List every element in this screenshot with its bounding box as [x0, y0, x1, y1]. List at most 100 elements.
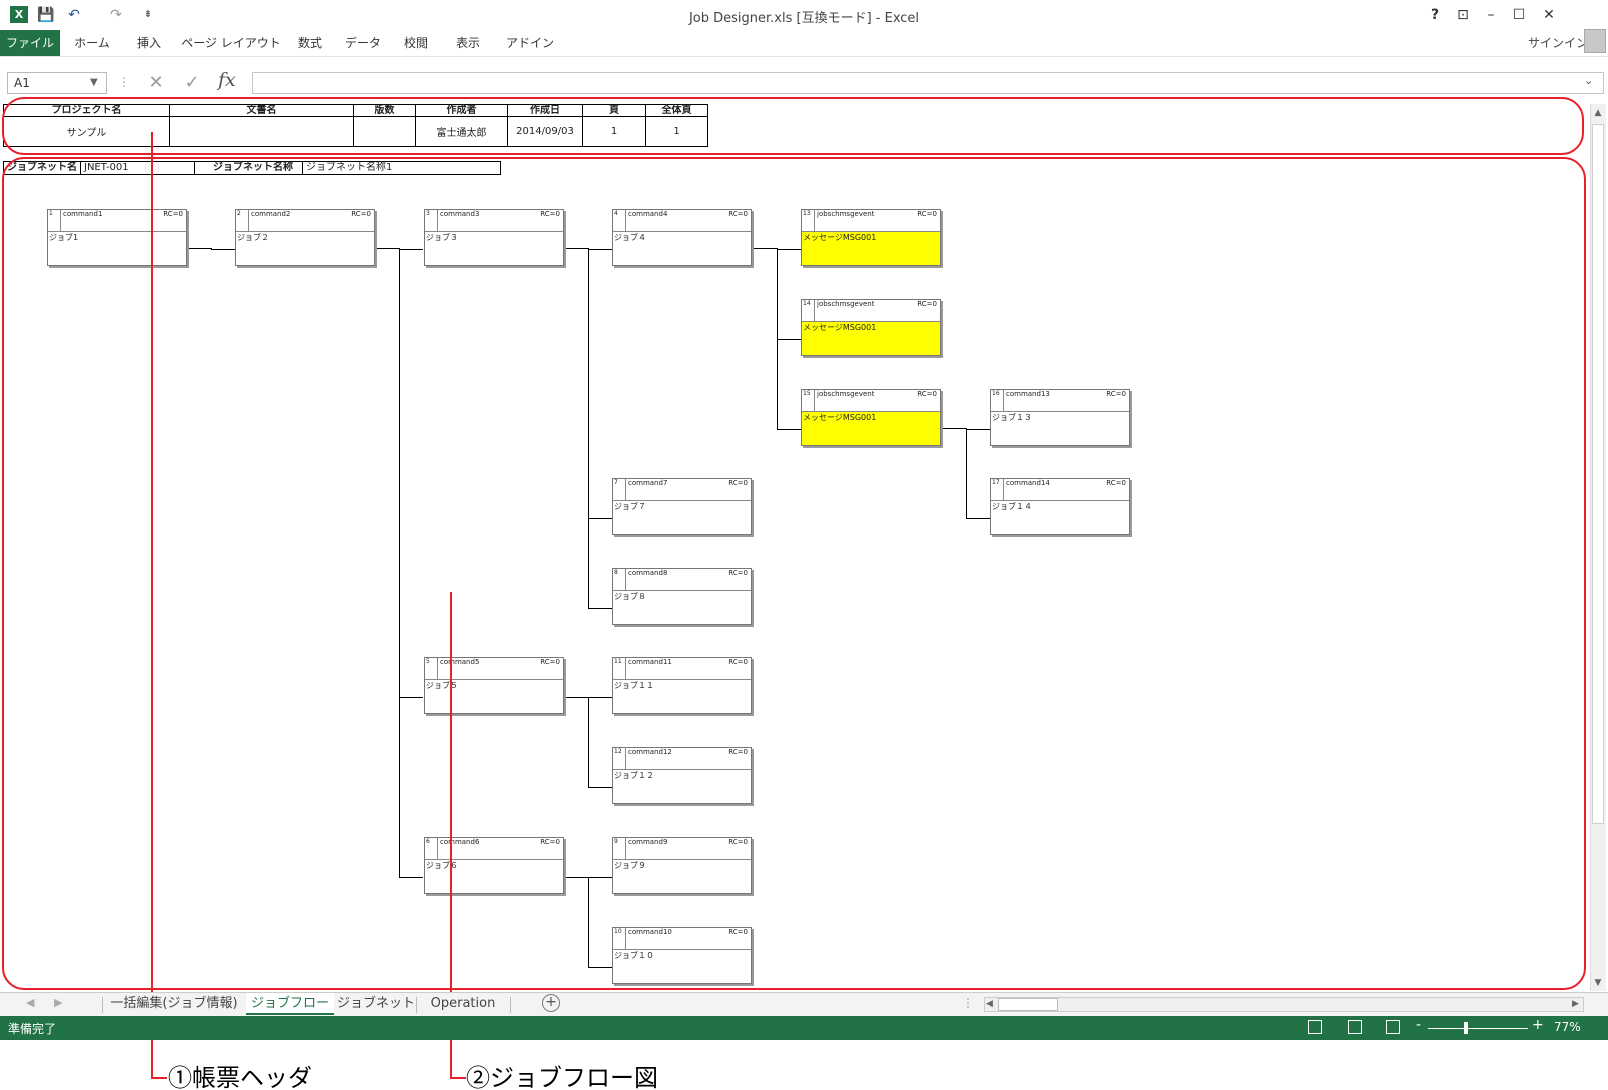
scroll-right-icon[interactable]: ▶: [1572, 999, 1579, 1009]
job-return-code: RC=0: [540, 838, 560, 846]
scroll-left-icon[interactable]: ◀: [986, 999, 993, 1009]
job-number: 3: [426, 210, 430, 217]
zoom-slider-thumb[interactable]: [1464, 1022, 1468, 1034]
sheet-tab-operation[interactable]: Operation: [430, 996, 496, 1011]
help-icon[interactable]: ?: [1430, 7, 1440, 23]
scroll-down-icon[interactable]: ▼: [1594, 978, 1602, 988]
restore-button[interactable]: ☐: [1512, 7, 1526, 23]
header-val-document[interactable]: [169, 116, 354, 147]
cancel-icon[interactable]: ✕: [148, 72, 164, 93]
job-command: command9: [628, 838, 668, 846]
zoom-level[interactable]: 77%: [1554, 1020, 1581, 1034]
chevron-down-icon[interactable]: ▼: [90, 77, 98, 88]
avatar[interactable]: [1584, 29, 1606, 53]
tab-addins[interactable]: アドイン: [505, 36, 554, 50]
job-number: 4: [614, 210, 618, 217]
zoom-out-icon[interactable]: -: [1416, 1017, 1422, 1033]
page-break-view-icon[interactable]: [1386, 1020, 1400, 1034]
scroll-up-icon[interactable]: ▲: [1594, 108, 1602, 118]
job-return-code: RC=0: [917, 210, 937, 218]
signin-link[interactable]: サインイン: [1528, 36, 1589, 50]
job-body: ジョブ１２: [613, 770, 751, 782]
job-divider: [814, 390, 815, 412]
enter-icon[interactable]: ✓: [184, 72, 200, 93]
vertical-scroll-thumb[interactable]: [1592, 124, 1604, 824]
job-return-code: RC=0: [728, 928, 748, 936]
undo-icon[interactable]: ↶: [68, 7, 80, 23]
minimize-button[interactable]: –: [1487, 7, 1495, 23]
name-box[interactable]: A1: [7, 72, 107, 94]
redo-icon[interactable]: ↷: [110, 7, 122, 23]
job-number: 2: [237, 210, 241, 217]
tab-review[interactable]: 校閲: [403, 36, 428, 50]
job-command: command3: [440, 210, 480, 218]
horizontal-scrollbar[interactable]: [984, 997, 1584, 1012]
customize-toolbar-icon[interactable]: ⇟: [143, 9, 153, 20]
tab-formulas[interactable]: 数式: [297, 36, 322, 50]
job-command: command2: [251, 210, 291, 218]
insert-function-icon[interactable]: fx: [218, 69, 236, 91]
add-sheet-button[interactable]: +: [542, 994, 560, 1012]
close-button[interactable]: ✕: [1543, 7, 1555, 23]
tab-home[interactable]: ホーム: [74, 36, 110, 50]
job-divider: [625, 748, 626, 770]
excel-logo-icon: X: [10, 6, 28, 23]
formula-input[interactable]: [252, 72, 1604, 94]
job-return-code: RC=0: [728, 479, 748, 487]
save-icon[interactable]: 💾: [37, 7, 55, 23]
next-sheet-icon[interactable]: ▶: [54, 996, 63, 1009]
sheet-tab-job-flow[interactable]: ジョブフロー: [246, 993, 334, 1015]
formula-bar: [0, 56, 1608, 98]
page-layout-view-icon[interactable]: [1348, 1020, 1362, 1034]
jobnet-title-value[interactable]: ジョブネット名称1: [302, 161, 501, 175]
tab-data[interactable]: データ: [344, 36, 381, 50]
job-command: command14: [1006, 479, 1050, 487]
tab-splitter-icon[interactable]: ⋮: [962, 996, 974, 1010]
zoom-in-icon[interactable]: +: [1532, 1017, 1544, 1033]
sheet-tab-bulk-edit[interactable]: 一括編集(ジョブ情報): [110, 996, 238, 1011]
job-return-code: RC=0: [540, 658, 560, 666]
header-val-page[interactable]: 1: [582, 116, 646, 147]
header-val-version[interactable]: [353, 116, 416, 147]
drag-handle-icon[interactable]: ⋮: [118, 75, 130, 89]
tab-file[interactable]: ファイル: [0, 30, 60, 56]
header-val-date[interactable]: 2014/09/03: [507, 116, 583, 147]
job-divider: [437, 210, 438, 232]
job-divider: [437, 658, 438, 680]
tab-insert[interactable]: 挿入: [136, 36, 161, 50]
ribbon-display-icon[interactable]: ⊡: [1457, 7, 1469, 23]
job-divider: [1003, 390, 1004, 412]
header-val-total-pages[interactable]: 1: [645, 116, 708, 147]
normal-view-icon[interactable]: [1308, 1020, 1322, 1034]
job-name: ジョブ４: [614, 233, 646, 242]
sheet-tab-jobnet[interactable]: ジョブネット: [336, 996, 415, 1011]
zoom-slider[interactable]: [1428, 1028, 1528, 1029]
header-val-author[interactable]: 富士通太郎: [415, 116, 508, 147]
horizontal-scroll-thumb[interactable]: [998, 998, 1058, 1011]
tab-page-layout[interactable]: ページ レイアウト: [181, 36, 281, 50]
expand-formula-icon[interactable]: ⌄: [1584, 74, 1594, 87]
tab-view[interactable]: 表示: [455, 36, 480, 50]
job-name: ジョブ１２: [614, 771, 654, 780]
header-val-project[interactable]: サンプル: [3, 116, 170, 147]
prev-sheet-icon[interactable]: ◀: [26, 996, 35, 1009]
